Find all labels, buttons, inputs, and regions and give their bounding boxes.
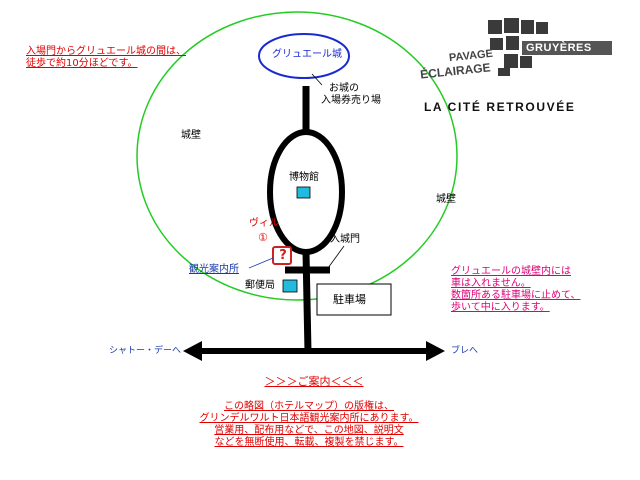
to-bulle-label: ブレへ [451,346,479,356]
ticket-leader-line [311,73,323,86]
footer-heading: ＞＞＞ご案内＜＜＜ [264,375,364,388]
walk-time-line-2: 徒歩で約10分ほどです。 [26,58,138,69]
logo-square [536,22,548,34]
marker-one-label: ① [258,231,268,244]
walk-time-note: 入場門からグリュエール城の間は、 徒歩で約10分ほどです。 [26,46,186,70]
gate-leader-line [327,245,345,269]
no-cars-note: グリュエールの城壁内には 車は入れません。 数箇所ある駐車場に止めて、 歩いて中… [451,266,581,314]
to-chateau-doex-label: シャトー・デーへ [109,346,182,356]
city-wall-label-left: 城壁 [181,130,201,141]
logo-square [520,56,532,68]
logo-square [506,36,519,50]
arrow-right-icon [426,341,445,361]
logo: GRUYÈRES PAVAGE ÉCLAIRAGE LA CITÉ RETROU… [418,16,618,116]
no-cars-line-2: 車は入れません。 [451,278,531,289]
castle-outline [258,33,350,79]
museum-label: 博物館 [289,172,319,183]
logo-eclairage: ÉCLAIRAGE [419,60,492,82]
city-wall-outline [136,11,458,301]
parking-label: 駐車場 [333,293,366,306]
no-cars-line-4: 歩いて中に入ります。 [451,302,550,313]
logo-square [488,20,502,34]
ticket-booth-label: お城の 入場券売り場 [321,83,381,107]
info-icon [272,246,292,265]
walk-time-line-1: 入場門からグリュエール城の間は、 [26,46,186,57]
logo-square [490,38,503,50]
logo-tagline: LA CITÉ RETROUVÉE [424,100,576,114]
village-label: ヴィル [249,218,279,229]
logo-gruyeres-band [522,41,612,55]
logo-square [504,18,519,33]
footer-copyright: この略図（ホテルマップ）の版権は、 グリンデルワルト日本語観光案内所にあります。… [0,401,618,449]
logo-square [498,68,510,76]
post-office-label: 郵便局 [245,280,275,291]
logo-gruyeres: GRUYÈRES [526,42,592,54]
logo-square [504,54,518,68]
footer-line-3: 営業用、配布用などで、この地図、説明文 [214,425,404,436]
no-cars-line-1: グリュエールの城壁内には [451,266,571,277]
footer-line-1: この略図（ホテルマップ）の版権は、 [224,401,394,412]
no-cars-line-3: 数箇所ある駐車場に止めて、 [451,290,581,301]
logo-square [521,20,534,34]
parking-box [316,283,392,316]
tourist-info-link[interactable]: 観光案内所 [189,264,239,275]
info-leader-line [248,257,274,269]
ticket-booth-line-1: お城の [329,83,359,94]
footer-line-2: グリンデルワルト日本語観光案内所にあります。 [199,413,419,424]
city-wall-label-right: 城壁 [436,194,456,205]
ticket-booth-line-2: 入場券売り場 [321,95,381,106]
post-office-building [282,279,298,293]
museum-building [296,186,311,199]
footer-line-4: などを無断使用、転載、複製を禁じます。 [214,437,404,448]
info-icon-glyph: ? [279,248,287,263]
gate-label: 入城門 [330,234,360,245]
arrow-left-icon [183,341,202,361]
castle-label: グリュエール城 [272,49,342,60]
